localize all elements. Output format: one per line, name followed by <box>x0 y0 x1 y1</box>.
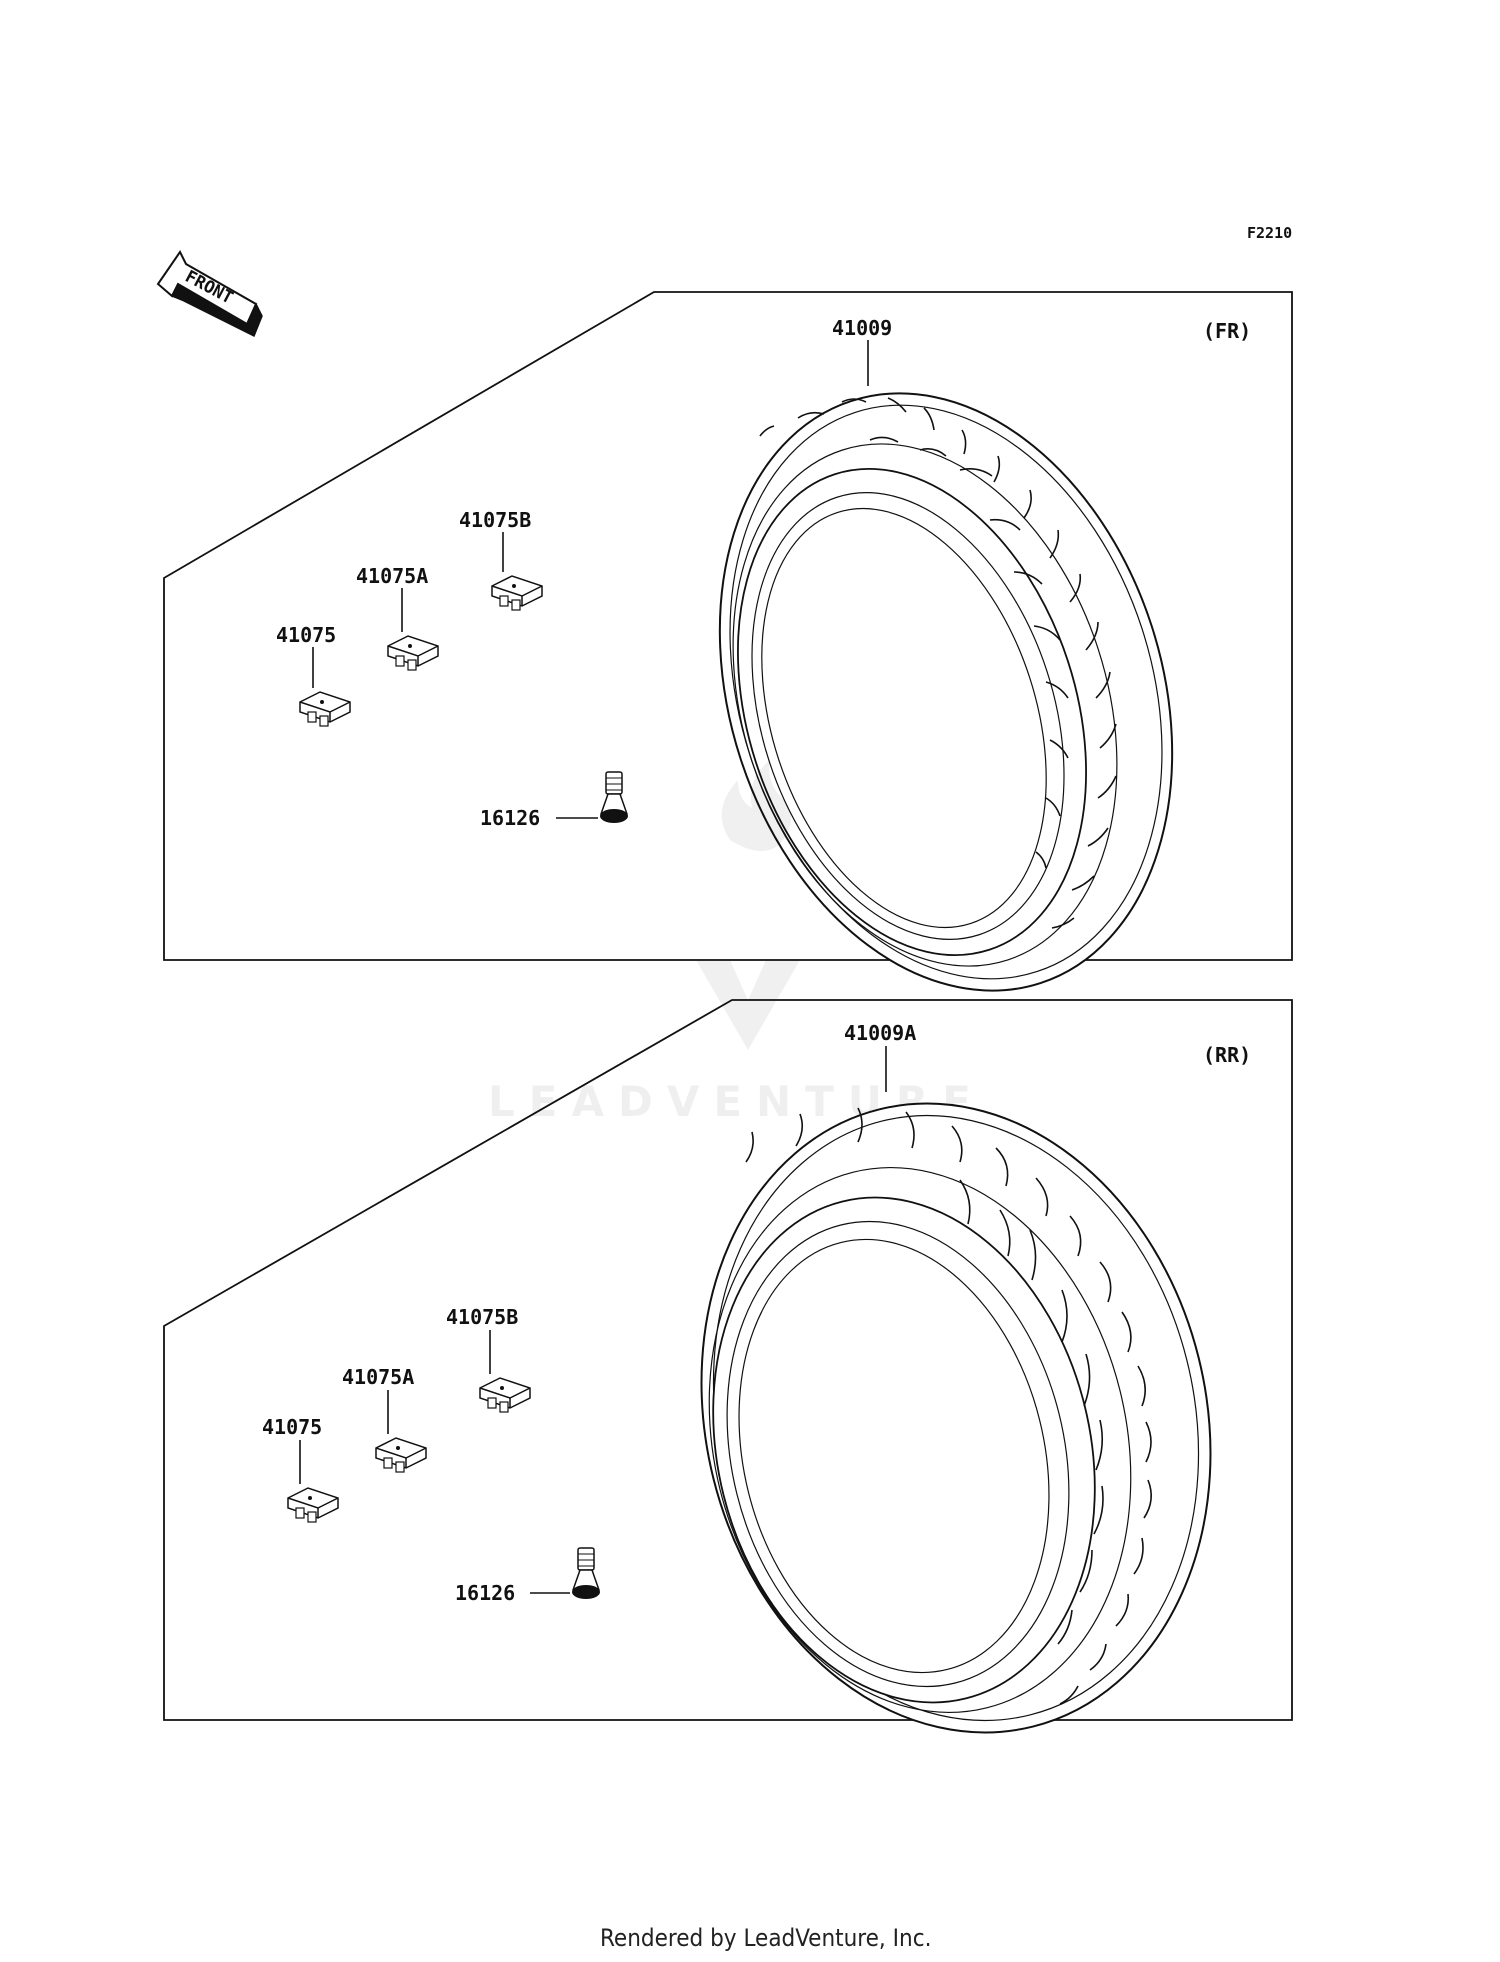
balance-weight-icon <box>299 691 351 727</box>
balance-weight-a-rear-icon <box>375 1437 427 1473</box>
callout-tire-part: 41009 <box>832 316 892 340</box>
panel-front-tire: (FR) <box>163 291 1293 992</box>
tire-valve-icon <box>599 771 629 824</box>
callout-tire-part-rear: 41009A <box>844 1021 916 1045</box>
callout-weight-a-rear: 41075A <box>342 1365 414 1389</box>
callout-weight: 41075 <box>276 623 336 647</box>
tire-illustration-rear <box>700 1102 1212 1734</box>
callout-weight-a: 41075A <box>356 564 428 588</box>
callout-valve-rear: 16126 <box>455 1581 515 1605</box>
tire-valve-rear-icon <box>571 1547 601 1600</box>
callout-weight-b: 41075B <box>459 508 531 532</box>
footer-credit: Rendered by LeadVenture, Inc. <box>600 1924 931 1952</box>
tire-illustration-front <box>718 392 1174 992</box>
balance-weight-b-icon <box>491 575 543 611</box>
balance-weight-b-rear-icon <box>479 1377 531 1413</box>
figure-code: F2210 <box>1247 224 1292 242</box>
callout-valve: 16126 <box>480 806 540 830</box>
watermark <box>696 760 800 1050</box>
panel-position-label-rear: (RR) <box>1203 1043 1251 1067</box>
balance-weight-rear-icon <box>287 1487 339 1523</box>
callout-weight-b-rear: 41075B <box>446 1305 518 1329</box>
panel-position-label: (FR) <box>1203 319 1251 343</box>
panel-rear-tire: (RR) <box>163 999 1293 1734</box>
balance-weight-a-icon <box>387 635 439 671</box>
front-arrow-icon: FRONT <box>156 250 263 338</box>
callout-weight-rear: 41075 <box>262 1415 322 1439</box>
